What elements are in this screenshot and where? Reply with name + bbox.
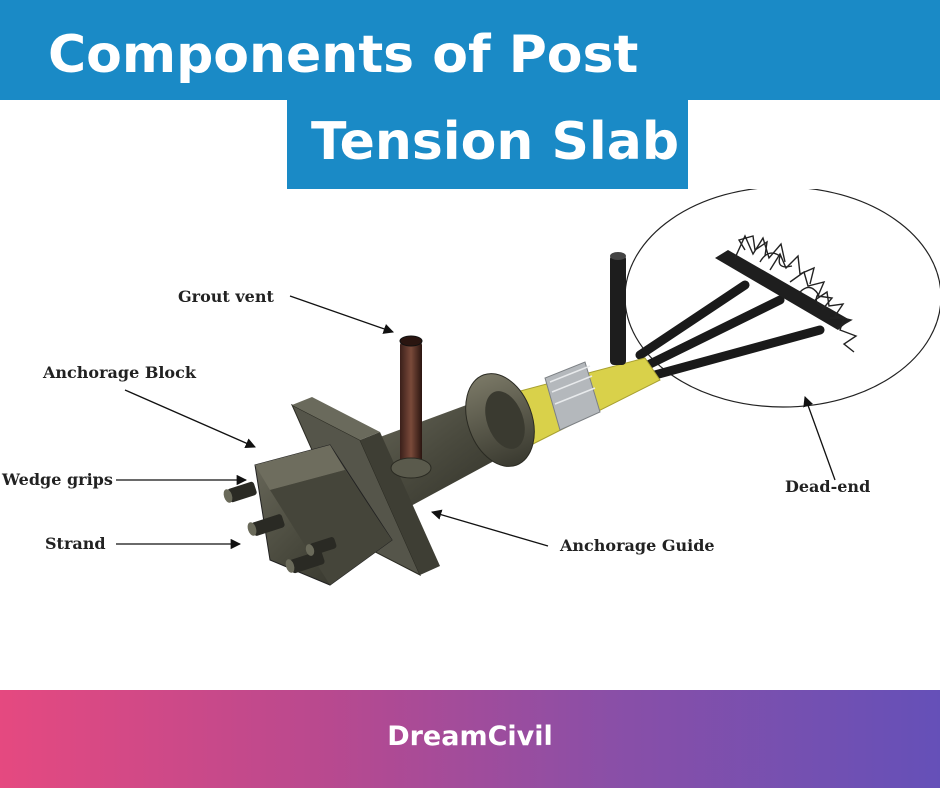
title-line-1: Components of Post: [48, 25, 639, 85]
post-tension-diagram: [116, 189, 940, 586]
label-anchorage-block: Anchorage Block: [43, 363, 196, 382]
footer-banner: [0, 690, 940, 788]
grout-vent-pipe: [400, 340, 422, 465]
arrow-anchorage-block: [124, 389, 256, 449]
title-line-2: Tension Slab: [311, 112, 680, 172]
title-banner-bottom: [287, 100, 688, 189]
arrow-anchorage-guide: [431, 509, 549, 547]
label-grout-vent: Grout vent: [178, 287, 274, 306]
label-strand: Strand: [45, 534, 106, 553]
label-wedge-grips: Wedge grips: [2, 470, 113, 489]
footer-brand: DreamCivil: [387, 721, 553, 752]
label-dead-end: Dead-end: [785, 477, 871, 496]
wedge-grip-stubs: [223, 481, 337, 574]
sheath-vent-pipe: [610, 255, 626, 365]
title-banner-top: [0, 0, 940, 100]
wrap-highlights: [549, 365, 596, 405]
label-anchorage-guide: Anchorage Guide: [560, 536, 715, 555]
arrow-grout-vent: [289, 295, 394, 334]
dead-end-strands: [635, 280, 825, 380]
dead-end-wires: [734, 234, 858, 353]
dead-end-plate: [715, 250, 850, 330]
grout-vent-collar: [390, 457, 432, 479]
leader-arrows: [116, 295, 836, 550]
arrow-dead-end: [803, 396, 836, 481]
